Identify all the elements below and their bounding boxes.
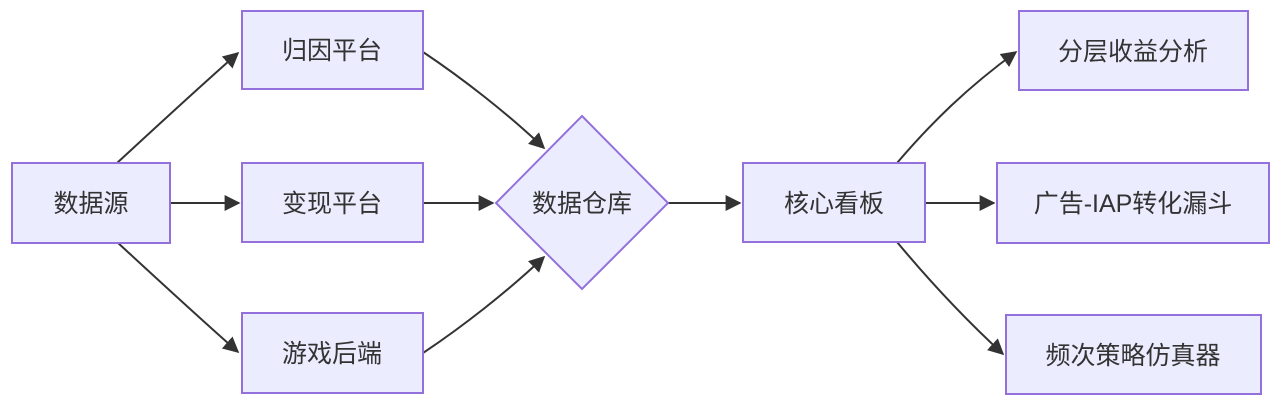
node-tier-revenue-analysis-box [1018,10,1249,91]
node-ad-iap-funnel-label: 广告-IAP转化漏斗 [1034,190,1233,218]
node-data-warehouse-label: 数据仓库 [532,190,632,218]
node-data-warehouse: 数据仓库 [494,114,670,291]
node-data-warehouse-diamond [494,114,670,291]
node-game-backend: 游戏后端 [241,312,424,394]
edge-core-dashboard-to-frequency-simulator [896,241,1005,356]
node-frequency-simulator: 频次策略仿真器 [1005,314,1262,395]
node-ad-iap-funnel: 广告-IAP转化漏斗 [996,162,1270,244]
node-game-backend-box [241,312,424,394]
node-monetization-platform-box [241,162,424,243]
node-tier-revenue-analysis-label: 分层收益分析 [1058,38,1208,66]
node-core-dashboard-box [742,162,926,243]
node-data-source-box [11,162,171,244]
edge-layer [116,51,1018,356]
node-attribution-platform: 归因平台 [241,10,424,90]
node-data-source-label: 数据源 [53,190,128,218]
node-ad-iap-funnel-box [996,162,1270,244]
edge-data-source-to-game-backend [116,241,240,354]
edge-attribution-platform-to-data-warehouse [422,51,546,150]
node-monetization-platform-label: 变现平台 [282,190,382,218]
node-monetization-platform: 变现平台 [241,162,424,243]
node-attribution-platform-box [241,10,424,90]
node-data-source: 数据源 [11,162,171,244]
edge-game-backend-to-data-warehouse [422,255,546,354]
node-game-backend-label: 游戏后端 [282,340,382,368]
node-frequency-simulator-label: 频次策略仿真器 [1045,342,1220,370]
node-core-dashboard: 核心看板 [742,162,926,243]
edge-data-source-to-attribution-platform [116,51,240,164]
edge-core-dashboard-to-tier-revenue-analysis [896,51,1018,164]
node-attribution-platform-label: 归因平台 [282,37,382,65]
node-tier-revenue-analysis: 分层收益分析 [1018,10,1249,91]
node-core-dashboard-label: 核心看板 [784,190,884,218]
node-frequency-simulator-box [1005,314,1262,395]
